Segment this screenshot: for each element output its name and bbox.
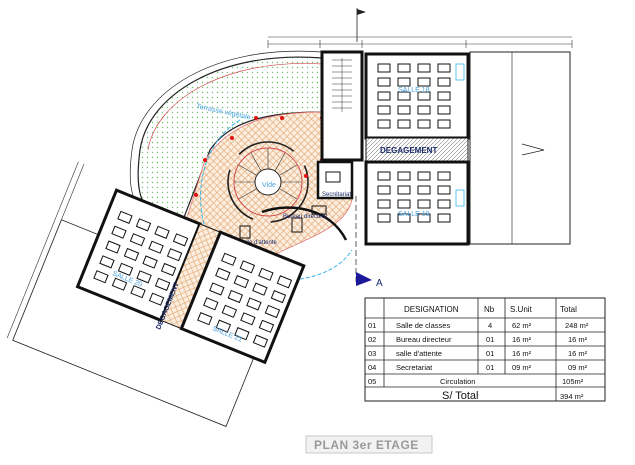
table-row-num: 01 <box>368 321 376 330</box>
table-circulation-num: 05 <box>368 377 376 386</box>
table-row-nb: 01 <box>486 363 494 372</box>
classroom-top <box>364 52 470 140</box>
table-sum-total: 394 m² <box>560 392 584 401</box>
table-row-num: 02 <box>368 335 376 344</box>
corridor-right <box>365 137 469 163</box>
table-row-sunit: 09 m² <box>512 363 532 372</box>
classroom-top-label: SALLE 18 <box>398 87 430 94</box>
waiting-room-label: salle d'attente <box>240 240 278 246</box>
table-row-sunit: 16 m² <box>512 335 532 344</box>
void-label: Vide <box>262 182 276 189</box>
plan-title-text: PLAN 3er ETAGE <box>314 438 419 452</box>
table-row-num: 04 <box>368 363 376 372</box>
table-row-total: 09 m² <box>568 363 588 372</box>
table-header-total: Total <box>560 305 577 314</box>
spiral-staircase <box>227 141 309 223</box>
table-row-designation: salle d'attente <box>396 349 442 358</box>
north-flag-icon <box>356 8 366 42</box>
table-row-nb: 4 <box>488 321 492 330</box>
left-wing <box>6 161 306 427</box>
office-director-label: Bureau directeur <box>283 214 327 220</box>
table-circulation-total: 105m² <box>562 377 584 386</box>
table-row-designation: Salle de classes <box>396 321 450 330</box>
table-row-total: 16 m² <box>568 335 588 344</box>
table-header-designation: DESIGNATION <box>404 305 459 314</box>
table-row-num: 03 <box>368 349 376 358</box>
balcony-outline <box>469 51 571 245</box>
balcony-arrow-icon <box>521 143 545 156</box>
table-circulation-label: Circulation <box>440 377 475 386</box>
table-header-sunit: S.Unit <box>510 305 533 314</box>
classroom-mid <box>364 160 470 246</box>
secretariat-label: Secrétariat <box>322 192 351 198</box>
table-row-sunit: 62 m² <box>512 321 532 330</box>
plan-title: PLAN 3er ETAGE <box>305 435 433 454</box>
section-marker-label: A <box>376 278 383 289</box>
table-row-sunit: 16 m² <box>512 349 532 358</box>
office-block <box>239 160 354 241</box>
table-row-designation: Secretariat <box>396 363 433 372</box>
table-row-nb: 01 <box>486 349 494 358</box>
corridor-right-label: DEGAGEMENT <box>380 146 437 155</box>
dimension-lines-top <box>267 36 573 48</box>
table-sum-label: S/ Total <box>442 390 479 402</box>
area-table: DESIGNATION Nb S.Unit Total 01 Salle de … <box>364 297 606 402</box>
section-marker <box>355 196 372 286</box>
table-row-nb: 01 <box>486 335 494 344</box>
table-row-total: 248 m² <box>565 321 589 330</box>
classroom-mid-label: SALLE 19 <box>398 211 430 218</box>
table-row-designation: Bureau directeur <box>396 335 452 344</box>
table-header-nb: Nb <box>484 305 495 314</box>
table-row-total: 16 m² <box>568 349 588 358</box>
straight-staircase <box>320 50 364 162</box>
